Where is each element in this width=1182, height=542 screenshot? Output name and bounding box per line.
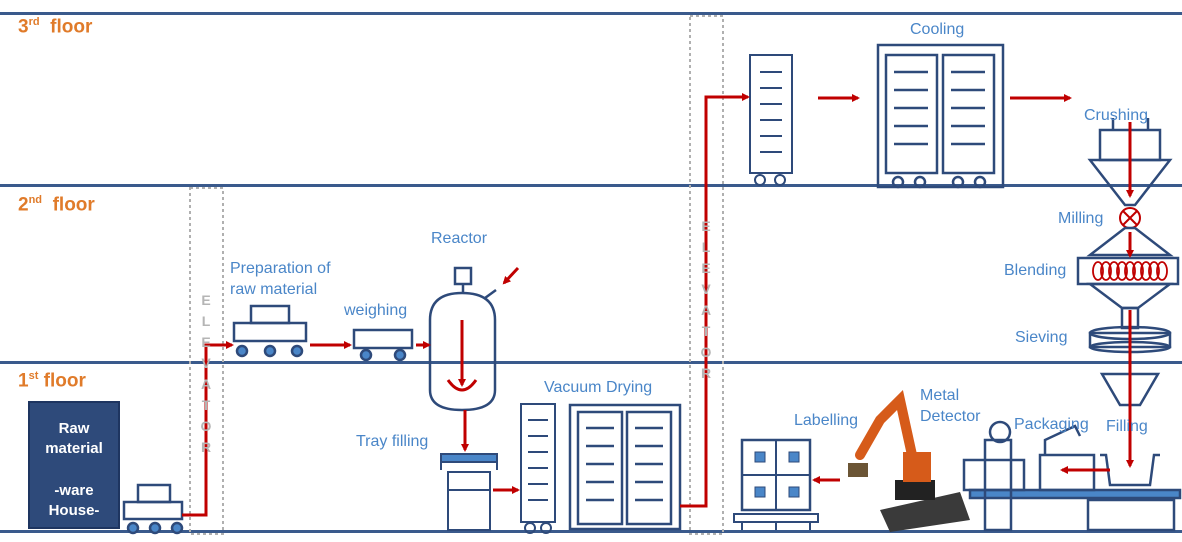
- label-packaging: Packaging: [1014, 416, 1089, 433]
- reactor-vessel: [428, 266, 497, 412]
- elevator-left-letter: T: [201, 397, 211, 413]
- floor-label-3: 3rd floor: [18, 16, 93, 38]
- flow-arrows: [182, 93, 1134, 517]
- elevator-right-letter: E: [701, 218, 711, 234]
- elevator-left-letter: L: [201, 313, 211, 329]
- label-blending: Blending: [1004, 262, 1067, 279]
- floor-label-2: 2nd floor: [18, 194, 95, 216]
- label-metal-line1: Metal: [920, 387, 960, 404]
- tray-filling-station: [440, 453, 498, 531]
- labelling-robot: [848, 389, 970, 532]
- warehouse-line-2: material: [45, 440, 103, 457]
- label-milling: Milling: [1058, 210, 1104, 227]
- mill-unit: [1086, 207, 1174, 257]
- label-vacuum-drying: Vacuum Drying: [544, 379, 653, 396]
- pallet-boxes: [733, 438, 819, 530]
- cooling-unit: [876, 43, 1005, 189]
- blender-unit: [1076, 256, 1180, 330]
- elevator-right-letter: L: [701, 239, 711, 255]
- weighing-cart: [352, 328, 414, 362]
- vacuum-dryer-oven: [568, 403, 682, 531]
- filler-hopper: [1086, 372, 1176, 532]
- elevator-left-letter: O: [200, 418, 212, 434]
- elevator-right-letter: A: [700, 302, 712, 318]
- cart-warehouse: [122, 483, 184, 535]
- elevator-left-letter: E: [201, 292, 211, 308]
- label-cooling: Cooling: [910, 21, 965, 38]
- elevator-right-letter: O: [700, 344, 712, 360]
- floor-lines: [0, 12, 1182, 533]
- elevator-right-letter: R: [700, 365, 712, 381]
- label-weighing: weighing: [344, 302, 408, 319]
- cart-preparation: [232, 304, 308, 358]
- elevator-right: [689, 15, 724, 535]
- elevator-right-letter: V: [701, 281, 711, 297]
- cooling-trolley: [749, 54, 793, 186]
- label-labelling: Labelling: [794, 412, 859, 429]
- elevator-left-letter: R: [200, 439, 212, 455]
- label-filling: Filling: [1106, 418, 1148, 435]
- label-preparation-line1: Preparation of: [230, 260, 331, 277]
- label-sieving: Sieving: [1015, 329, 1068, 346]
- vacuum-dryer-trolley: [520, 403, 556, 534]
- label-tray-filling: Tray filling: [356, 433, 429, 450]
- label-reactor: Reactor: [431, 230, 488, 247]
- warehouse-building: [28, 401, 120, 529]
- label-preparation-line2: raw material: [230, 281, 318, 298]
- warehouse-line-3: -ware: [54, 482, 94, 499]
- label-crushing: Crushing: [1084, 107, 1149, 124]
- warehouse-line-4: House-: [48, 502, 100, 519]
- elevator-left-letter: E: [201, 334, 211, 350]
- elevator-right-letter: E: [701, 260, 711, 276]
- warehouse-line-1: Raw: [58, 420, 90, 437]
- elevator-left: [189, 187, 224, 535]
- floor-label-1: 1st floor: [18, 370, 86, 392]
- elevator-left-letter: A: [200, 376, 212, 392]
- elevator-right-letter: T: [701, 323, 711, 339]
- packaging-machine: [962, 420, 1182, 532]
- label-metal-line2: Detector: [920, 408, 981, 425]
- elevator-left-letter: V: [201, 355, 211, 371]
